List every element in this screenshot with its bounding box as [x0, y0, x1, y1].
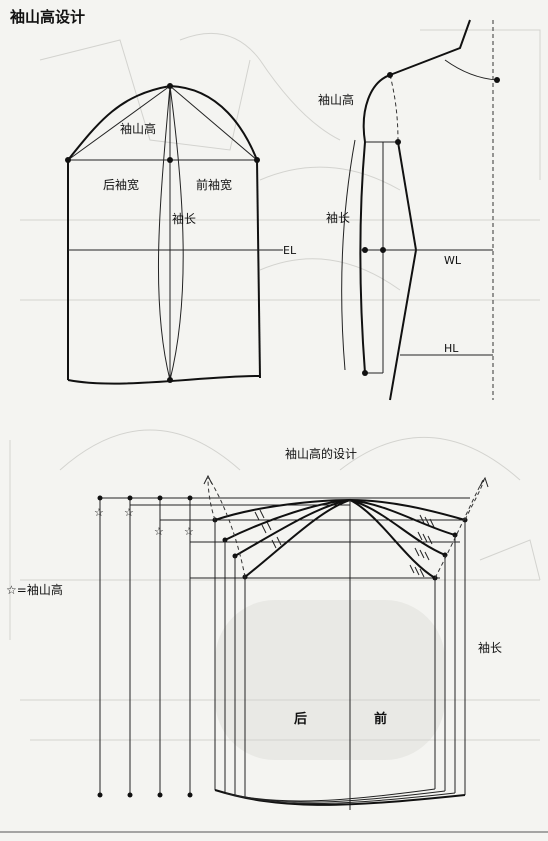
star-marker: ☆ — [154, 525, 164, 538]
sleeve-cap-curve — [67, 84, 258, 161]
legend-symbol: ☆ — [6, 583, 17, 597]
label-hip-line: HL — [444, 342, 459, 355]
sleeve-draft-top-left: 袖山高 后袖宽 前袖宽 袖长 EL — [65, 83, 297, 385]
label-elbow-line: EL — [283, 244, 297, 257]
label-sleeve-length: 袖长 — [172, 211, 196, 226]
label-front-width: 前袖宽 — [196, 177, 232, 192]
page-title: 袖山高设计 — [10, 8, 86, 26]
label-front: 前 — [374, 711, 387, 727]
background-ghost-lines — [9, 29, 541, 760]
star-marker: ☆ — [94, 506, 104, 519]
bottom-heading: 袖山高的设计 — [285, 446, 357, 461]
star-marker: ☆ — [184, 525, 194, 538]
label-sleeve-length-side: 袖长 — [326, 210, 350, 225]
label-back: 后 — [294, 711, 307, 727]
label-waist-line: WL — [444, 254, 462, 267]
label-sleeve-length-bottom: 袖长 — [478, 640, 502, 655]
legend-star: ☆=袖山高 — [6, 582, 63, 597]
star-marker: ☆ — [124, 506, 134, 519]
label-cap-height: 袖山高 — [120, 121, 156, 136]
legend-text: =袖山高 — [17, 582, 63, 597]
label-back-width: 后袖宽 — [103, 177, 139, 192]
sleeve-on-body-top-right: 袖山高 袖长 WL HL — [318, 19, 500, 401]
label-cap-height-side: 袖山高 — [318, 92, 354, 107]
sleeve-cap-side — [362, 74, 391, 143]
cap-height-design-bottom: 袖山高的设计 ☆ ☆ ☆ ☆ ☆=袖山高 — [6, 446, 502, 810]
